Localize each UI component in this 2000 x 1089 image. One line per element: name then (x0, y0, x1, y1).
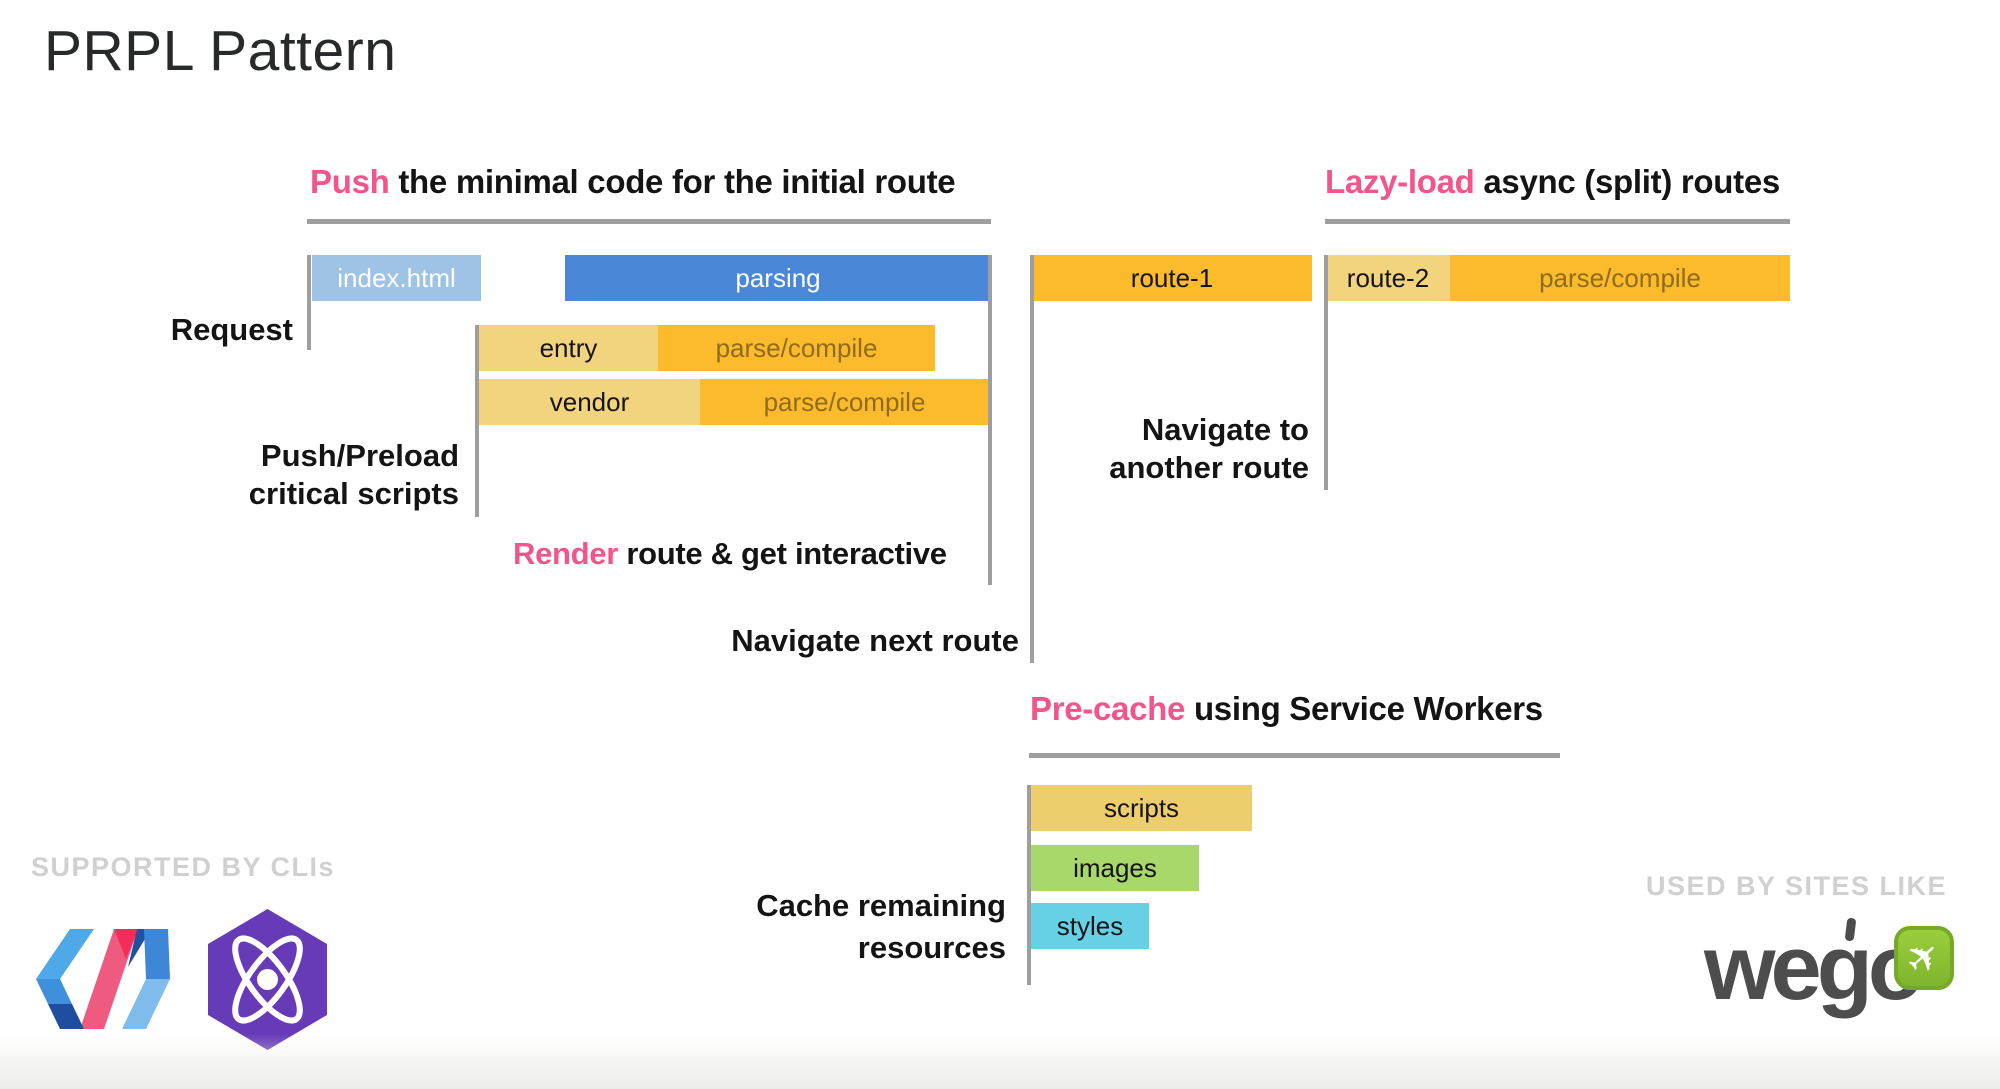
heading-render: Render route & get interactive (513, 536, 947, 572)
heading-render-rest: route & get interactive (618, 536, 947, 571)
used-by-sites-caption: USED BY SITES LIKE (1646, 871, 1948, 901)
bar-images: images (1031, 845, 1199, 891)
wego-wordmark: wego (1704, 917, 1924, 1019)
bar-route-1: route-1 (1032, 255, 1312, 301)
bar-index-html: index.html (312, 255, 481, 301)
pre-cache-marker-line (1027, 785, 1031, 985)
heading-push: Push the minimal code for the initial ro… (310, 163, 956, 201)
label-push-preload-line2: critical scripts (248, 476, 459, 511)
label-request: Request (170, 312, 293, 347)
bar-route-2: route-2 parse/compile (1326, 255, 1790, 301)
heading-render-lead: Render (513, 536, 619, 571)
heading-push-lead: Push (310, 163, 390, 200)
pre-cache-underline (1029, 753, 1560, 758)
bar-vendor: vendor parse/compile (479, 379, 989, 425)
heading-lazy-load: Lazy-load async (split) routes (1325, 163, 1780, 201)
airplane-icon: ✈ (1896, 930, 1952, 986)
bar-vendor-load: vendor (479, 379, 700, 425)
label-navigate-next: Navigate next route (731, 623, 1019, 658)
heading-pre-cache: Pre-cache using Service Workers (1030, 690, 1543, 728)
page-title: PRPL Pattern (44, 19, 397, 83)
supported-by-clis-caption: SUPPORTED BY CLIs (31, 852, 336, 882)
bar-parsing: parsing (565, 255, 991, 301)
wego-green-badge: ✈ (1894, 926, 1954, 990)
bar-scripts: scripts (1031, 785, 1252, 831)
heading-pre-cache-rest: using Service Workers (1185, 690, 1543, 727)
preact-logo-icon (208, 909, 327, 1050)
bar-entry: entry parse/compile (479, 325, 935, 371)
push-underline (307, 219, 991, 224)
bar-vendor-parse-compile: parse/compile (700, 379, 989, 425)
bar-styles: styles (1031, 903, 1149, 949)
navigate-another-marker-line (1324, 255, 1328, 490)
bar-entry-load: entry (479, 325, 658, 371)
label-push-preload: Push/Preload critical scripts (210, 437, 459, 513)
navigate-next-marker-line (1030, 255, 1034, 663)
bar-entry-parse-compile: parse/compile (658, 325, 935, 371)
heading-push-rest: the minimal code for the initial route (389, 163, 956, 200)
label-navigate-another-line1: Navigate to (1141, 412, 1309, 447)
heading-lazy-load-rest: async (split) routes (1474, 163, 1780, 200)
render-marker-line (988, 255, 992, 585)
polymer-logo (34, 929, 172, 1029)
preact-logo (205, 907, 330, 1052)
request-marker-line (307, 255, 311, 350)
heading-lazy-load-lead: Lazy-load (1325, 163, 1475, 200)
label-navigate-another-line2: another route (1109, 450, 1309, 485)
polymer-logo-icon (36, 929, 170, 1029)
push-preload-marker-line (475, 325, 479, 517)
heading-pre-cache-lead: Pre-cache (1030, 690, 1186, 727)
lazy-load-underline (1325, 219, 1790, 224)
label-cache-remaining-line1: Cache remaining (756, 888, 1006, 923)
label-cache-remaining: Cache remaining resources (736, 885, 1006, 969)
label-cache-remaining-line2: resources (857, 930, 1006, 965)
label-navigate-another: Navigate to another route (1080, 411, 1309, 487)
bar-route-2-load: route-2 (1326, 255, 1450, 301)
label-push-preload-line1: Push/Preload (260, 438, 459, 473)
bar-route-2-parse-compile: parse/compile (1450, 255, 1790, 301)
